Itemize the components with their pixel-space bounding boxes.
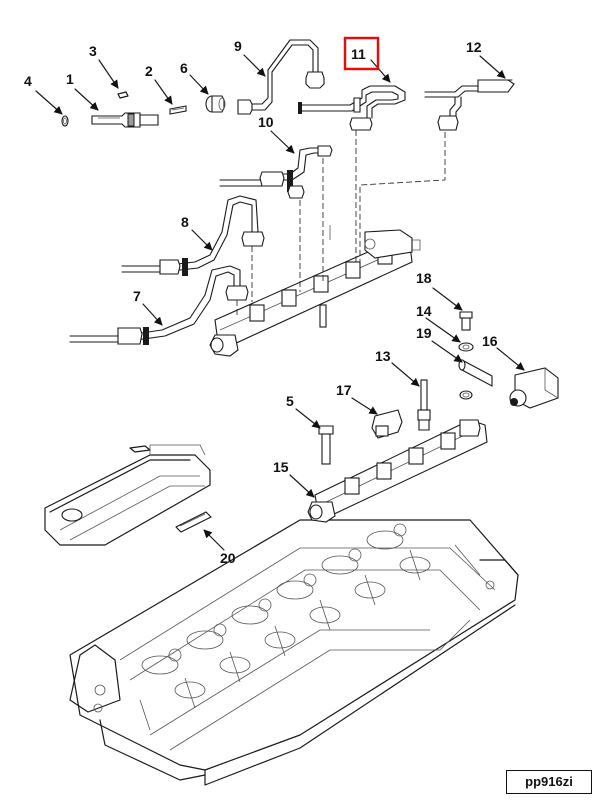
callout-leaders	[35, 54, 525, 551]
callout-labels: 4 1 3 2 6 9 11 12 10 8 7 18 14 19 16 13 …	[24, 38, 498, 566]
callout-11-highlight-box	[343, 36, 380, 71]
callout-12: 12	[466, 39, 482, 55]
connector-17	[371, 409, 403, 439]
bolt-5	[318, 425, 334, 465]
bolt-18	[459, 311, 473, 331]
cylinder-head	[69, 519, 519, 786]
callout-18: 18	[416, 270, 432, 286]
callout-16: 16	[482, 333, 498, 349]
o-ring-4	[61, 115, 69, 127]
injector-1	[91, 112, 159, 128]
fuel-line-7	[69, 265, 249, 345]
fuel-line-10	[219, 145, 333, 199]
callout-1: 1	[66, 71, 74, 87]
sensor-13	[417, 379, 431, 431]
gasket-20	[175, 511, 212, 533]
adapter-19	[458, 359, 493, 400]
callout-4: 4	[24, 73, 32, 89]
callout-7: 7	[133, 288, 141, 304]
callout-11: 11	[351, 46, 366, 62]
callout-13: 13	[375, 348, 391, 364]
fuel-line-9	[237, 39, 325, 115]
callout-14: 14	[416, 303, 432, 319]
fuel-line-8	[121, 195, 265, 276]
lower-fuel-rail	[307, 419, 488, 523]
callout-6: 6	[180, 60, 188, 76]
callout-8: 8	[181, 214, 189, 230]
assembly-dashed-lines	[236, 130, 446, 318]
callout-3: 3	[89, 43, 97, 59]
upper-fuel-rail	[209, 225, 421, 357]
fuel-line-11	[298, 85, 406, 131]
pressure-relief-valve-16	[509, 367, 559, 409]
callout-9: 9	[234, 38, 242, 54]
fuel-line-12	[424, 79, 515, 131]
screw-2	[169, 105, 187, 115]
clip-3	[117, 91, 129, 99]
callout-10: 10	[258, 114, 274, 130]
connector-6	[205, 95, 226, 113]
reference-code: pp916zi	[506, 770, 592, 794]
callout-15: 15	[273, 459, 289, 475]
washer-14	[458, 342, 474, 352]
callout-20: 20	[220, 550, 236, 566]
callout-5: 5	[286, 393, 294, 409]
callout-2: 2	[145, 63, 153, 79]
callout-17: 17	[336, 382, 352, 398]
callout-19: 19	[416, 325, 432, 341]
valve-cover	[44, 444, 211, 546]
